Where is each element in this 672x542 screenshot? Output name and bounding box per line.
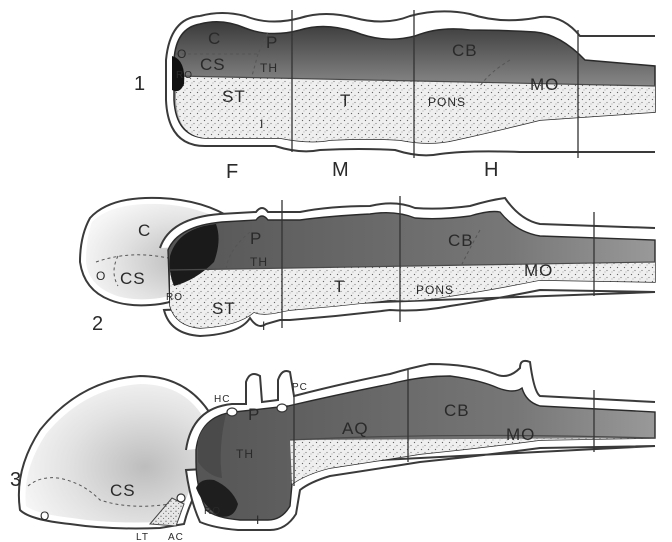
stage-1-brain: 1 C P O CS TH RO ST T PONS CB MO I	[134, 10, 655, 158]
stage-3-label-cb: CB	[444, 401, 470, 420]
stage-2-label-st: ST	[212, 299, 236, 318]
stage-3-label-th: TH	[236, 447, 254, 461]
stage-3-label-i: I	[256, 513, 260, 527]
stage-2-number: 2	[92, 313, 104, 335]
stage-1-label-c: C	[208, 29, 221, 48]
stage-2-label-c: C	[138, 221, 151, 240]
stage-2-label-cs: CS	[120, 269, 146, 288]
stage-1-label-cb: CB	[452, 41, 478, 60]
stage-3-label-o: O	[40, 509, 50, 523]
stage-3-habenular-commissure	[227, 408, 237, 416]
stage-1-label-t: T	[340, 91, 351, 110]
stage-2-brain: 2 C O CS RO ST P TH T PONS CB MO I	[80, 196, 655, 336]
stage-2-label-ro: RO	[166, 292, 183, 303]
stage-1-label-o: O	[177, 47, 187, 61]
stage-3-label-ac: AC	[168, 532, 184, 542]
label-hindbrain-h: H	[484, 159, 499, 181]
stage-3-brain: 3 O CS LT AC HC PC P TH RO I AQ CB MO	[10, 361, 655, 542]
stage-2-label-t: T	[334, 277, 345, 296]
stage-2-label-p: P	[250, 229, 262, 248]
stage-3-label-pc: PC	[292, 382, 308, 393]
stage-3-number: 3	[10, 469, 22, 491]
stage-2-label-th: TH	[250, 255, 268, 269]
stage-2-label-i: I	[262, 319, 266, 333]
stage-3-label-p: P	[248, 405, 260, 424]
stage-2-label-o: O	[96, 269, 106, 283]
stage-3-label-aq: AQ	[342, 419, 369, 438]
stage-2-label-mo: MO	[524, 261, 553, 280]
stage-1-label-ro: RO	[176, 70, 193, 81]
stage-3-label-hc: HC	[214, 394, 230, 405]
label-forebrain-f: F	[226, 161, 239, 183]
stage-1-label-th: TH	[260, 61, 278, 75]
stage-3-label-ro: RO	[204, 506, 221, 517]
stage-1-label-mo: MO	[530, 75, 559, 94]
stage-3-ventral-stipple	[290, 438, 655, 484]
stage-1-number: 1	[134, 73, 146, 95]
stage-2-label-cb: CB	[448, 231, 474, 250]
stage-3-label-lt: LT	[136, 532, 149, 542]
stage-3-label-mo: MO	[506, 425, 535, 444]
stage-3-anterior-commissure	[177, 494, 185, 502]
stage-2-label-pons: PONS	[416, 283, 454, 297]
stage-3-label-cs: CS	[110, 481, 136, 500]
stage-1-label-cs: CS	[200, 55, 226, 74]
stage-1-label-i: I	[260, 117, 264, 131]
stage-3-posterior-commissure	[277, 404, 287, 412]
stage-1-label-pons: PONS	[428, 95, 466, 109]
stage-1-label-st: ST	[222, 87, 246, 106]
label-midbrain-m: M	[332, 159, 350, 181]
stage-1-label-p: P	[266, 33, 278, 52]
